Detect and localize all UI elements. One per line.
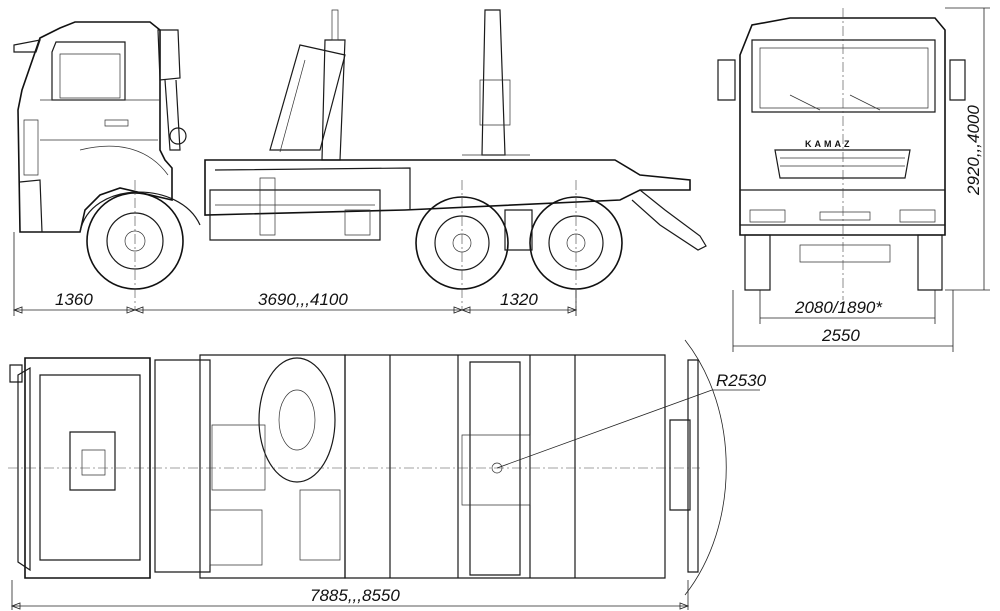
- brand-logo: KAMAZ: [805, 139, 853, 149]
- dim-turning-radius: R2530: [716, 371, 767, 390]
- dim-rear-axle-spacing: 1320: [500, 290, 538, 309]
- front-view: KAMAZ 2080/1890* 2550 2920,,,4000: [717, 7, 990, 352]
- dim-overall-width: 2550: [821, 326, 860, 345]
- dim-wheelbase: 3690,,,4100: [258, 290, 348, 309]
- dim-overall-height: 2920,,,4000: [964, 105, 983, 196]
- side-view: 1360 3690,,,4100 1320: [12, 9, 707, 316]
- top-view: R2530 7885,,,8550: [8, 339, 767, 610]
- dim-front-overhang: 1360: [55, 290, 93, 309]
- dim-track-width: 2080/1890*: [794, 298, 883, 317]
- dim-overall-length: 7885,,,8550: [310, 586, 400, 605]
